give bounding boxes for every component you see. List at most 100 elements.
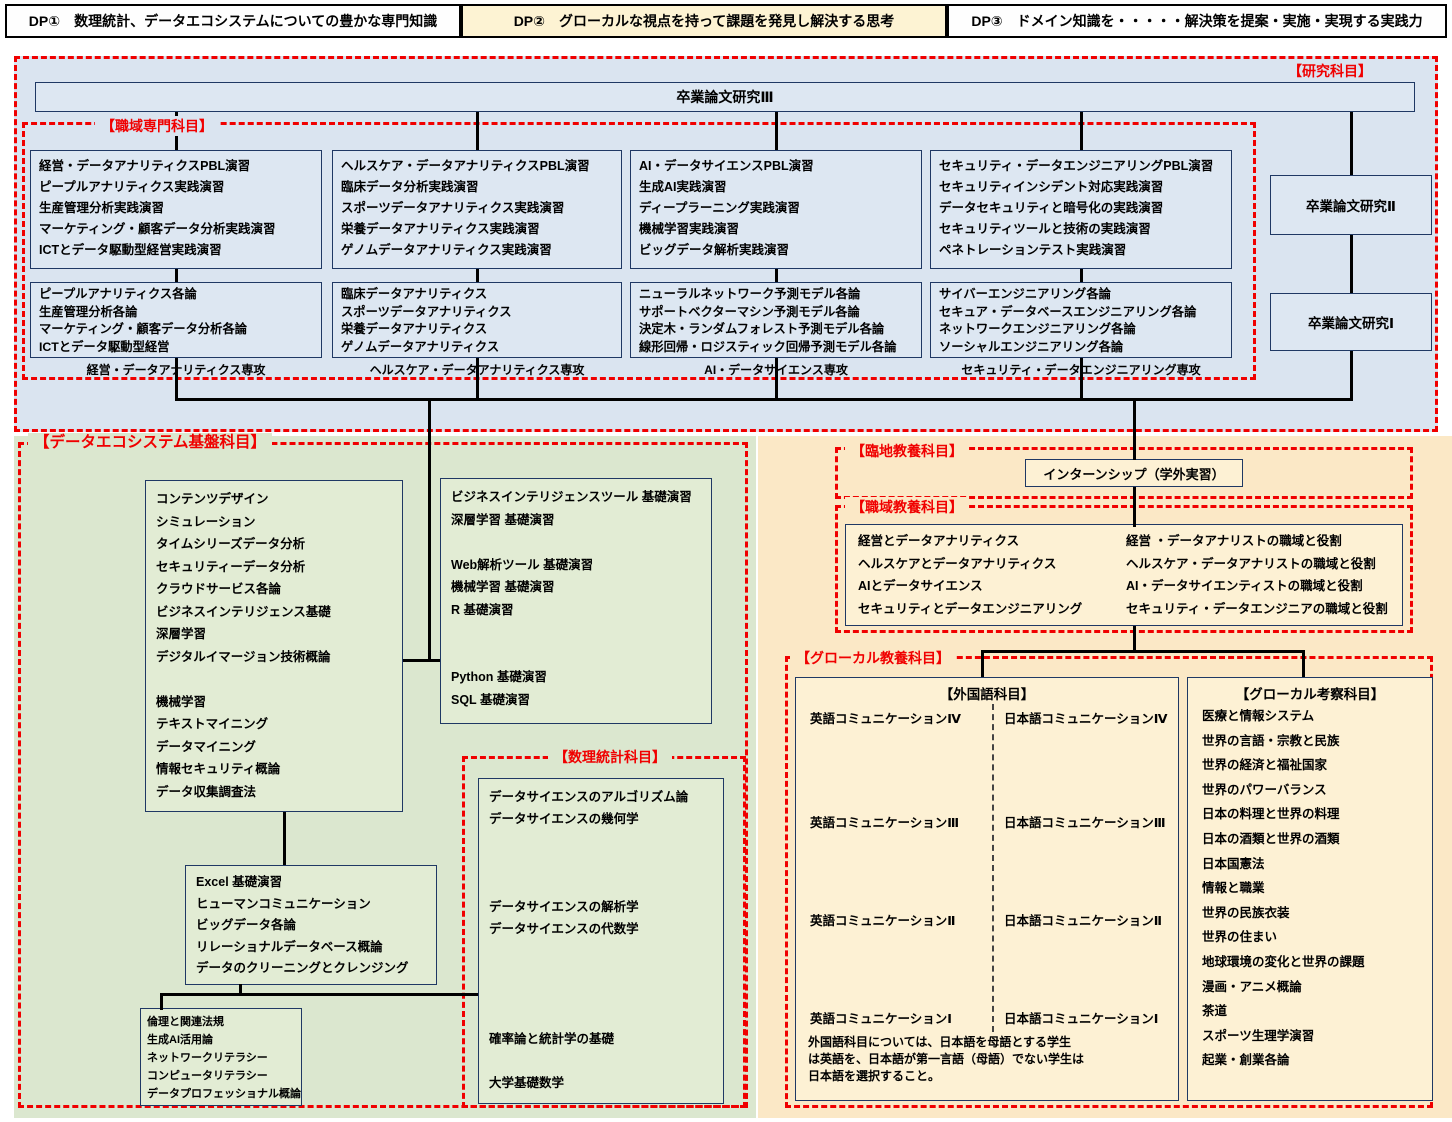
- course-line: 生成AI活用論: [147, 1034, 213, 1046]
- language-divider: [992, 704, 994, 1032]
- ai-advanced-courses-box: ニューラルネットワーク予測モデル各論サポートベクターマシン予測モデル各論決定木・…: [630, 282, 922, 358]
- course-line: セキュア・データベースエンジニアリング各論: [939, 304, 1197, 319]
- course-line: コンピュータリテラシー: [147, 1070, 268, 1082]
- connector-line: [428, 398, 431, 662]
- course-line: 決定木・ランダムフォレスト予測モデル各論: [639, 322, 885, 336]
- math-frame-label: 【数理統計科目】: [548, 747, 672, 767]
- connector-line: [160, 993, 478, 996]
- course-line: 臨床データ分析実践演習: [341, 180, 479, 194]
- course-line: スポーツ生理学演習: [1202, 1028, 1315, 1043]
- course-line: ソーシャルエンジニアリング各論: [939, 339, 1124, 354]
- course-line: ヒューマンコミュニケーション: [196, 896, 371, 911]
- connector-line: [476, 358, 479, 400]
- course-line: ヘルスケアとデータアナリティクス: [858, 556, 1057, 571]
- course-line: 機械学習実践演習: [639, 222, 740, 236]
- foundation-frame-label: 【データエコシステム基盤科目】: [28, 433, 273, 453]
- course-line: 栄養データアナリティクス: [341, 322, 488, 336]
- course-line: ICTとデータ駆動型経営: [39, 339, 170, 354]
- foreign-language-title: 【外国語科目】: [939, 687, 1035, 702]
- course-line: [489, 830, 713, 852]
- course-line: サポートベクターマシン予測モデル各論: [639, 304, 860, 319]
- common-courses-box: Excel 基礎演習ヒューマンコミュニケーションビッグデータ各論リレーショナルデ…: [185, 865, 437, 985]
- language-row-2: 英語コミュニケーションⅡ 日本語コミュニケーションⅡ: [796, 910, 1178, 929]
- research-region-label: 【研究科目】: [1282, 61, 1378, 81]
- language-row-4: 英語コミュニケーションⅣ 日本語コミュニケーションⅣ: [796, 708, 1178, 727]
- course-line: ヘルスケア・データアナリストの職域と役割: [1126, 556, 1376, 571]
- vocational-frame: [22, 122, 1256, 380]
- course-line: テキストマイニング: [156, 717, 269, 731]
- course-line: は英語を、日本語が第一言語（母語）でない学生は: [808, 1052, 1085, 1066]
- connector-line: [476, 269, 479, 282]
- dp2-header: DP② グローカルな視点を持って課題を発見し解決する思考: [461, 4, 947, 38]
- connector-line: [1302, 650, 1305, 677]
- foreign-language-box: 【外国語科目】 英語コミュニケーションⅣ 日本語コミュニケーションⅣ 英語コミュ…: [795, 677, 1179, 1101]
- healthcare-major-label: ヘルスケア・データアナリティクス専攻: [369, 363, 585, 377]
- course-line: 日本国憲法: [1202, 856, 1265, 871]
- connector-line: [775, 112, 778, 150]
- course-line: 起業・創業各論: [1202, 1053, 1290, 1068]
- course-line: クラウドサービス各論: [156, 582, 282, 596]
- course-line: 茶道: [1202, 1004, 1228, 1019]
- foundation-frame: [18, 442, 748, 1108]
- course-line: スポーツデータアナリティクス: [341, 304, 512, 319]
- course-line: 情報セキュリティ概論: [156, 762, 281, 776]
- course-line: ビジネスインテリジェンス基礎: [156, 604, 331, 619]
- course-line: [489, 1006, 713, 1028]
- course-line: ゲノムデータアナリティクス実践演習: [341, 243, 552, 257]
- course-line: Web解析ツール 基礎演習: [451, 557, 594, 572]
- course-line: ビッグデータ各論: [196, 918, 297, 932]
- course-line: ネットワークリテラシー: [147, 1052, 268, 1064]
- course-line: [489, 940, 713, 962]
- course-line: ビッグデータ解析実践演習: [639, 243, 790, 257]
- connector-line: [775, 269, 778, 282]
- course-line: SQL 基礎演習: [451, 692, 530, 707]
- course-line: 世界のパワーバランス: [1202, 782, 1327, 797]
- trunk-line: [175, 398, 1353, 401]
- course-line: 情報と職業: [1202, 881, 1265, 896]
- course-line: ペネトレーションテスト実践演習: [939, 243, 1127, 257]
- course-line: AIとデータサイエンス: [858, 579, 983, 593]
- course-line: [489, 962, 713, 984]
- language-note: 外国語科目については、日本語を母語とする学生は英語を、日本語が第一言語（母語）で…: [808, 1034, 1084, 1085]
- connector-line: [775, 358, 778, 400]
- healthcare-advanced-courses-box: 臨床データアナリティクススポーツデータアナリティクス栄養データアナリティクスゲノ…: [332, 282, 622, 358]
- security-advanced-courses-box: サイバーエンジニアリング各論セキュア・データベースエンジニアリング各論ネットワー…: [930, 282, 1232, 358]
- course-line: [451, 644, 701, 667]
- glocal-consideration-list: 医療と情報システム世界の言語・宗教と民族世界の経済と福祉国家世界のパワーバランス…: [1202, 704, 1365, 1073]
- course-line: マーケティング・顧客データ分析各論: [39, 322, 248, 336]
- work-liberal-frame-label: 【職域教養科目】: [845, 497, 969, 517]
- internship-frame: [835, 447, 1413, 499]
- course-line: セキュリティ・データエンジニアリングPBL演習: [939, 159, 1214, 173]
- language-row-3: 英語コミュニケーションⅢ 日本語コミュニケーションⅢ: [796, 812, 1178, 831]
- course-line: セキュリティツールと技術の実践演習: [939, 222, 1151, 236]
- healthcare-pbl-courses-box: ヘルスケア・データアナリティクスPBL演習臨床データ分析実践演習スポーツデータア…: [332, 150, 622, 269]
- connector-line: [1350, 112, 1353, 175]
- thesis1-box: 卒業論文研究Ⅰ: [1270, 293, 1432, 351]
- course-line: 機械学習 基礎演習: [451, 580, 555, 594]
- course-line: セキュリティーデータ分析: [156, 559, 306, 574]
- internship-frame-label: 【臨地教養科目】: [845, 441, 969, 461]
- course-line: セキュリティ・データエンジニアの職域と役割: [1126, 601, 1388, 616]
- connector-line: [1133, 398, 1136, 460]
- course-line: ネットワークエンジニアリング各論: [939, 322, 1136, 336]
- course-line: 深層学習 基礎演習: [451, 512, 555, 527]
- connector-line: [1350, 235, 1353, 293]
- course-line: 日本の酒類と世界の酒類: [1202, 831, 1340, 846]
- glocal-frame-label: 【グローカル教養科目】: [790, 648, 956, 668]
- course-line: データセキュリティと暗号化の実践演習: [939, 201, 1164, 215]
- connector-line: [981, 650, 1304, 653]
- japanese-course: 日本語コミュニケーションⅡ: [1004, 914, 1162, 928]
- course-line: 日本語を選択すること。: [808, 1069, 941, 1083]
- course-line: ピープルアナリティクス各論: [39, 287, 197, 301]
- course-line: 経営 ・データアナリストの職域と役割: [1126, 534, 1342, 548]
- course-line: 世界の民族衣装: [1202, 905, 1290, 920]
- course-line: 経営とデータアナリティクス: [858, 534, 1020, 548]
- course-line: 経営・データアナリティクスPBL演習: [39, 159, 251, 173]
- course-line: [489, 1050, 713, 1072]
- course-line: データ収集調査法: [156, 784, 257, 799]
- glocal-consideration-title: 【グローカル考察科目】: [1235, 687, 1385, 702]
- dp3-header: DP③ ドメイン知識を・・・・・解決策を提案・実施・実現する実践力: [947, 4, 1447, 38]
- tool-courses-box: ビジネスインテリジェンスツール 基礎演習深層学習 基礎演習 Web解析ツール 基…: [440, 478, 712, 724]
